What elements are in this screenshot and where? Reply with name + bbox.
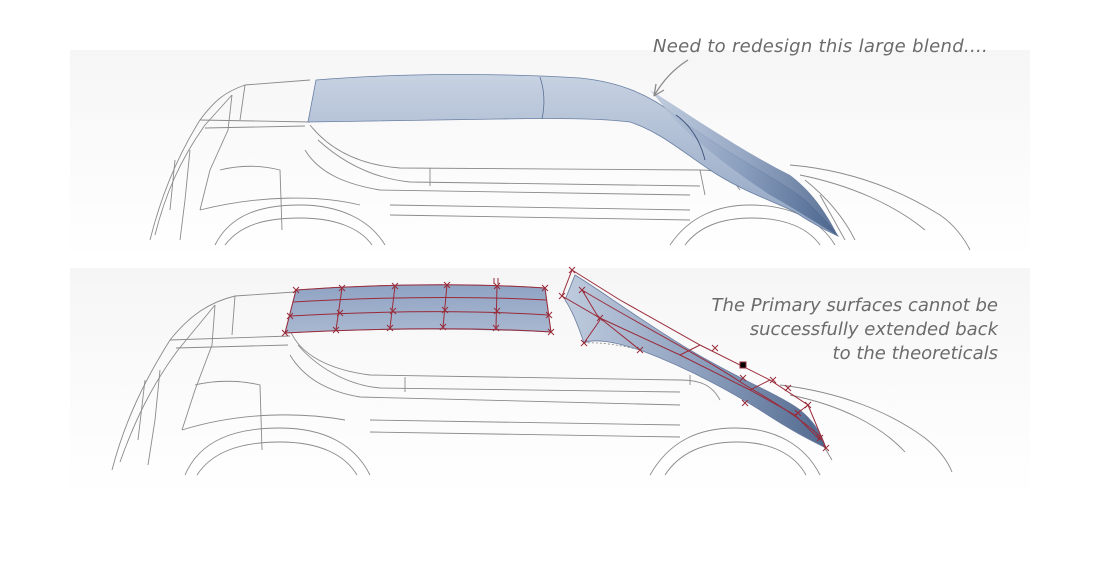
pillar-control-points [558,266,830,452]
bottom-panel-background [70,268,1030,498]
roof-control-points [281,278,555,337]
primary-surfaces-note-line-3: to the theoreticals [832,343,998,364]
top-car-wireframe [149,79,971,251]
primary-surfaces-note: The Primary surfaces cannot be successfu… [640,294,998,366]
primary-roof-surface-patch [284,284,552,334]
note-arrow [653,59,689,97]
pillar-control-net [561,269,827,449]
redesign-blend-note: Need to redesign this large blend.... [653,36,989,57]
bottom-car-wireframe [111,291,953,476]
top-roof-blend-surface [307,74,840,238]
primary-surfaces-note-line-1: The Primary surfaces cannot be [711,295,998,316]
primary-surfaces-note-line-2: successfully extended back [749,319,998,340]
roof-control-net [284,284,552,334]
